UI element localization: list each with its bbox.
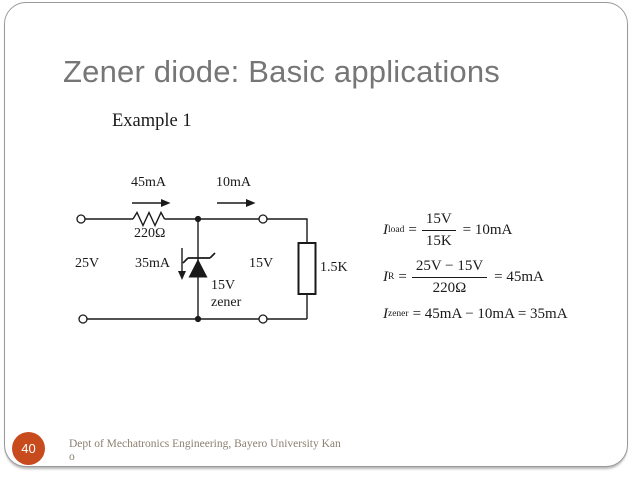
page-number-badge: 40	[12, 432, 45, 465]
top-rail-wires	[76, 210, 308, 243]
fraction-denominator: 220Ω	[432, 280, 467, 296]
footer-line1: Dept of Mechatronics Engineering, Bayero…	[69, 438, 341, 450]
example-heading: Example 1	[112, 111, 192, 131]
zener-diode-symbol	[182, 219, 216, 319]
series-resistor-label: 220Ω	[134, 226, 166, 241]
equals-sign: =	[398, 269, 407, 285]
output-terminal-top-icon	[258, 214, 268, 224]
current-symbol: I	[383, 306, 388, 322]
fraction-denominator: 15K	[425, 233, 452, 249]
slide-title: Zener diode: Basic applications	[63, 54, 501, 89]
series-resistor-symbol	[132, 210, 166, 228]
current-arrow-10ma-icon	[217, 199, 256, 207]
fraction: 25V − 15V 220Ω	[411, 258, 488, 297]
slide-frame	[4, 2, 628, 467]
series-current-label: 45mA	[131, 175, 166, 190]
input-terminal-bottom-icon	[78, 314, 88, 324]
footer-line2: o	[69, 451, 75, 463]
current-subscript: R	[388, 271, 395, 282]
fraction-numerator: 15V	[421, 211, 456, 231]
bottom-rail-wires	[78, 314, 307, 324]
footer-text: Dept of Mechatronics Engineering, Bayero…	[69, 438, 399, 464]
zener-word-label: zener	[211, 295, 242, 310]
source-voltage-label: 25V	[75, 256, 100, 271]
equation-expression: = 45mA − 10mA = 35mA	[412, 306, 568, 322]
equals-sign: =	[408, 222, 417, 238]
output-terminal-bottom-icon	[258, 314, 268, 324]
load-resistor-label: 1.5K	[320, 260, 348, 275]
current-arrow-45ma-icon	[132, 199, 171, 207]
equation-result: = 10mA	[462, 222, 513, 238]
current-arrow-35ma-icon	[178, 248, 186, 280]
page-number: 40	[21, 441, 36, 456]
fraction-numerator: 25V − 15V	[411, 258, 488, 278]
load-resistor-symbol	[297, 242, 317, 319]
output-voltage-label: 15V	[249, 256, 274, 271]
zener-current-label: 35mA	[135, 256, 170, 271]
circuit-diagram	[76, 199, 317, 324]
current-subscript: zener	[388, 308, 409, 319]
input-terminal-top-icon	[76, 214, 86, 224]
zener-rating-label: 15V	[211, 278, 236, 293]
current-symbol: I	[383, 222, 388, 238]
current-subscript: load	[388, 224, 405, 235]
load-current-label: 10mA	[216, 175, 251, 190]
fraction: 15V 15K	[421, 211, 456, 250]
current-symbol: I	[383, 269, 388, 285]
equation-result: = 45mA	[494, 269, 544, 285]
